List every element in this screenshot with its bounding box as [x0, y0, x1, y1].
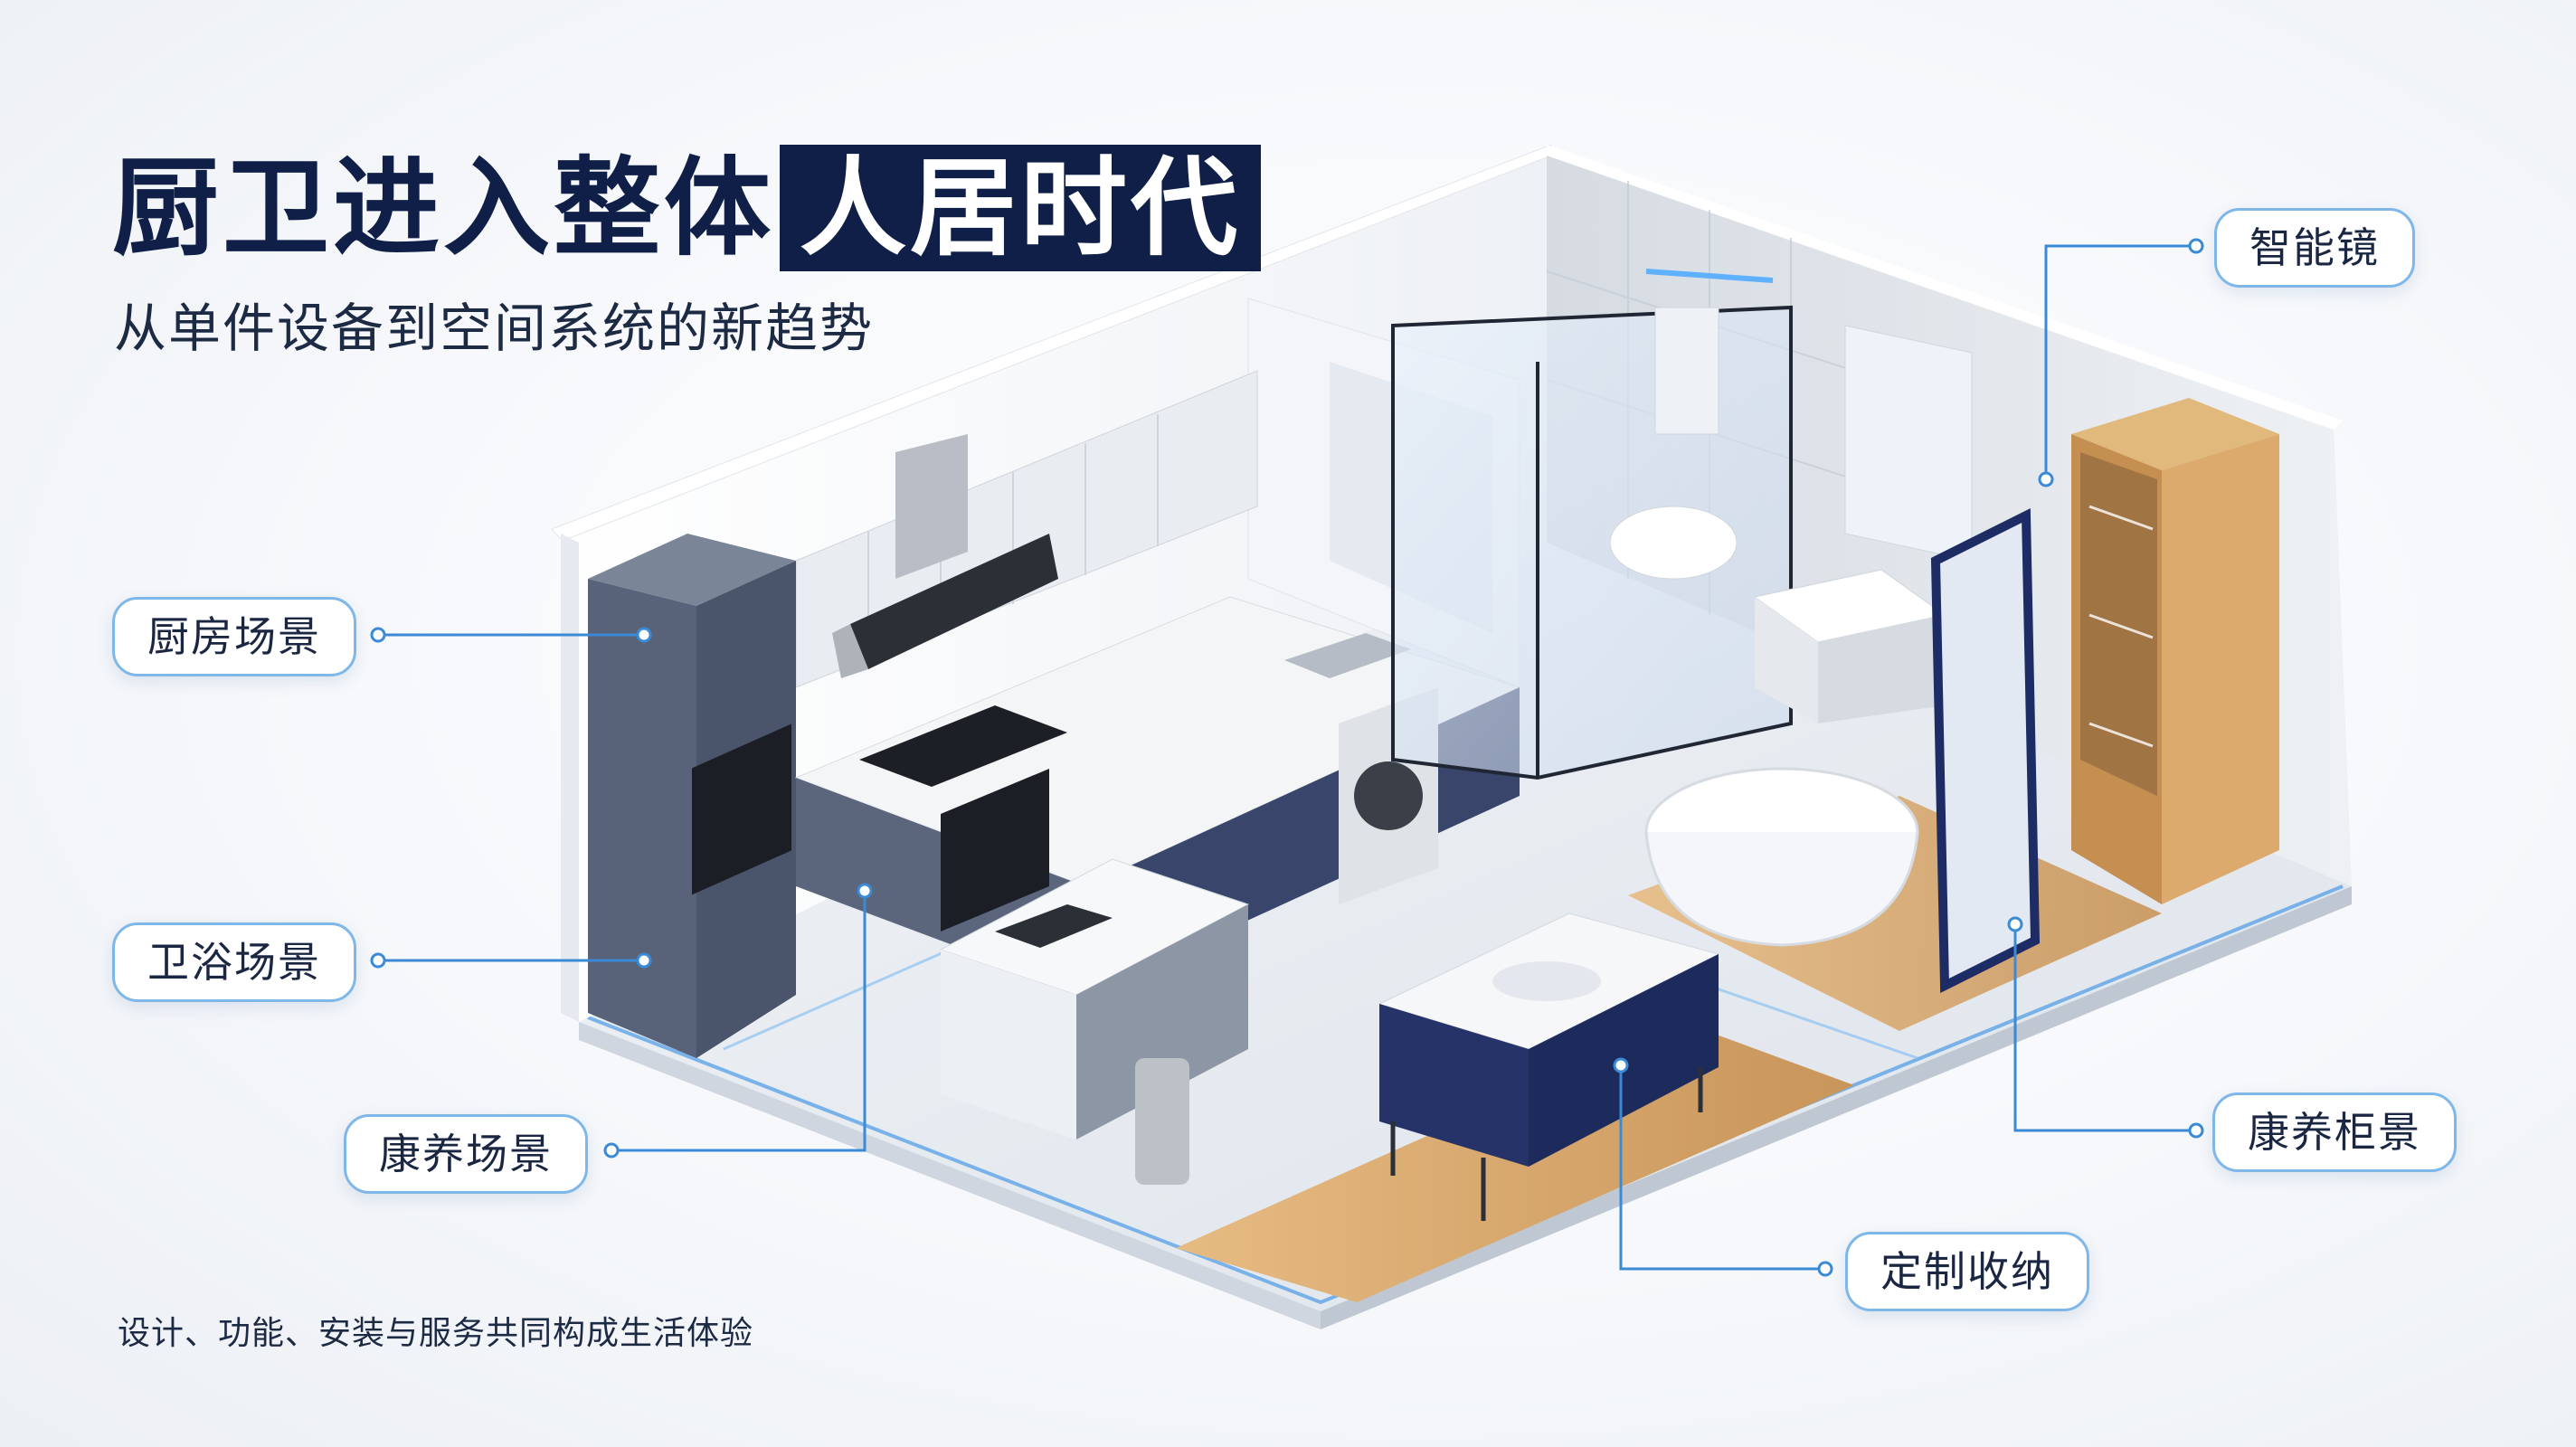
- shower-enclosure: [1391, 269, 1793, 780]
- callout-custom-storage: 定制收纳: [1845, 1232, 2089, 1311]
- upper-cabinets: [795, 370, 1258, 688]
- title-highlight: 人居时代: [780, 145, 1262, 271]
- callout-smart-mirror: 智能镜: [2214, 208, 2415, 288]
- callout-wellness-cabinet: 康养柜景: [2212, 1092, 2457, 1172]
- leader-lines: [378, 244, 2196, 1271]
- page-subtitle: 从单件设备到空间系统的新趋势: [114, 298, 875, 359]
- page-title: 厨卫进入整体人居时代: [112, 145, 1262, 271]
- tall-fridge: [588, 534, 796, 1058]
- callout-bathroom: 卫浴场景: [112, 922, 356, 1002]
- bathtub: [1644, 767, 1919, 947]
- kitchen-island: [939, 858, 1250, 1185]
- wardrobe: [2071, 398, 2279, 904]
- leader-dots: [370, 238, 2204, 1277]
- footnote: 设计、功能、安装与服务共同构成生活体验: [118, 1315, 754, 1352]
- title-main: 厨卫进入整体: [112, 146, 775, 270]
- callout-wellness: 康养场景: [344, 1114, 588, 1194]
- vanity: [1753, 325, 1973, 724]
- smart-mirror-panel: [1930, 507, 2041, 994]
- callout-kitchen: 厨房场景: [112, 597, 356, 676]
